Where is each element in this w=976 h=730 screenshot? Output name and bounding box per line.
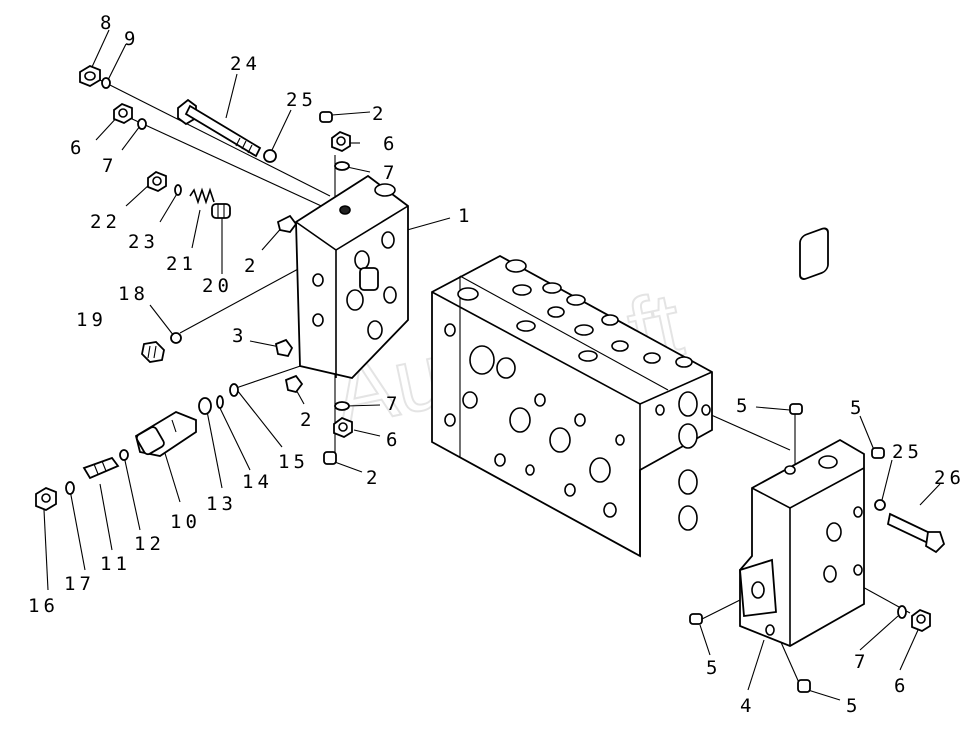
plug-11 bbox=[82, 456, 120, 480]
callout-label: 5 bbox=[846, 695, 861, 717]
callout-label: 6 bbox=[383, 133, 398, 155]
end-face-ports bbox=[655, 391, 711, 531]
plug-2-left-b bbox=[284, 374, 304, 394]
o-ring-17 bbox=[65, 481, 75, 495]
o-ring-13 bbox=[198, 397, 212, 415]
callout-label: 25 bbox=[892, 441, 923, 463]
o-ring-7-upper bbox=[137, 118, 147, 130]
callout-label: 13 bbox=[206, 493, 237, 515]
plug-6-bottom bbox=[333, 416, 353, 439]
callout-label: 14 bbox=[242, 471, 273, 493]
callout-label: 2 bbox=[300, 409, 315, 431]
poppet-20 bbox=[211, 203, 231, 219]
callout-label: 10 bbox=[170, 511, 201, 533]
left-fasteners bbox=[79, 64, 353, 465]
tie-bolt-26 bbox=[886, 512, 946, 554]
plug-6-right bbox=[911, 608, 931, 633]
plug-6-top bbox=[331, 130, 351, 153]
callout-label: 18 bbox=[118, 283, 149, 305]
spool-10 bbox=[134, 410, 197, 457]
right-fasteners bbox=[689, 403, 946, 693]
o-ring-7-bottom bbox=[334, 401, 350, 411]
plug-2-top bbox=[319, 111, 333, 123]
callout-label: 22 bbox=[90, 211, 121, 233]
callout-label: 7 bbox=[386, 393, 401, 415]
callout-label: 15 bbox=[278, 451, 309, 473]
plug-5-right bbox=[871, 447, 885, 459]
callout-label: 7 bbox=[383, 162, 398, 184]
spool-assembly bbox=[35, 383, 239, 512]
callout-label: 6 bbox=[894, 675, 909, 697]
callout-label: 5 bbox=[850, 397, 865, 419]
o-ring-12 bbox=[119, 449, 129, 461]
o-ring-14 bbox=[216, 395, 224, 409]
callout-label: 16 bbox=[28, 595, 59, 617]
callout-label: 26 bbox=[934, 467, 965, 489]
o-ring-18 bbox=[170, 332, 182, 344]
callout-label: 21 bbox=[166, 253, 197, 275]
callout-label: 6 bbox=[386, 429, 401, 451]
plug-2-bottom bbox=[323, 451, 337, 465]
o-ring-7-right bbox=[897, 605, 907, 619]
tie-bolt-24 bbox=[177, 98, 262, 158]
o-ring-15 bbox=[229, 383, 239, 397]
callout-label: 20 bbox=[202, 275, 233, 297]
plug-5-left bbox=[689, 613, 703, 625]
washer-25 bbox=[263, 149, 277, 163]
callout-label: 11 bbox=[100, 553, 131, 575]
plug-16 bbox=[35, 486, 57, 512]
plug-6-upper bbox=[113, 102, 133, 125]
plug-2-left-a bbox=[276, 214, 298, 233]
callout-label: 7 bbox=[854, 651, 869, 673]
o-ring-7-top bbox=[334, 161, 350, 171]
callout-label: 3 bbox=[232, 325, 247, 347]
spring-21 bbox=[189, 187, 215, 205]
top-port-holes bbox=[457, 259, 693, 368]
washer-25-right bbox=[874, 499, 886, 511]
callout-label: 1 bbox=[458, 205, 473, 227]
callout-label: 9 bbox=[124, 28, 139, 50]
callout-label: 2 bbox=[372, 103, 387, 125]
o-ring-9 bbox=[101, 77, 111, 89]
callout-label: 6 bbox=[70, 137, 85, 159]
callout-label: 19 bbox=[76, 309, 107, 331]
plug-5-bottom bbox=[797, 679, 811, 693]
main-valve-block bbox=[431, 254, 713, 558]
callout-label: 4 bbox=[740, 695, 755, 717]
callout-label: 24 bbox=[230, 53, 261, 75]
callout-labels: 8 9 24 25 2 6 7 6 7 1 22 23 21 20 2 18 1… bbox=[28, 12, 965, 717]
callout-label: 17 bbox=[64, 573, 95, 595]
callout-label: 5 bbox=[736, 395, 751, 417]
valve-section-1 bbox=[295, 174, 409, 379]
plug-5-top bbox=[789, 403, 803, 415]
plug-19 bbox=[141, 341, 165, 363]
side-port-holes bbox=[444, 323, 625, 518]
callout-label: 8 bbox=[100, 12, 115, 34]
o-ring-23 bbox=[174, 184, 182, 196]
plug-3 bbox=[274, 338, 294, 358]
callout-label: 5 bbox=[706, 657, 721, 679]
callout-label: 2 bbox=[244, 255, 259, 277]
plug-8 bbox=[79, 64, 101, 88]
callout-label: 25 bbox=[286, 89, 317, 111]
plug-22 bbox=[147, 170, 167, 193]
callout-label: 2 bbox=[366, 467, 381, 489]
callout-label: 23 bbox=[128, 231, 159, 253]
callout-label: 7 bbox=[102, 155, 117, 177]
callout-label: 12 bbox=[134, 533, 165, 555]
valve-section-4 bbox=[739, 227, 865, 647]
